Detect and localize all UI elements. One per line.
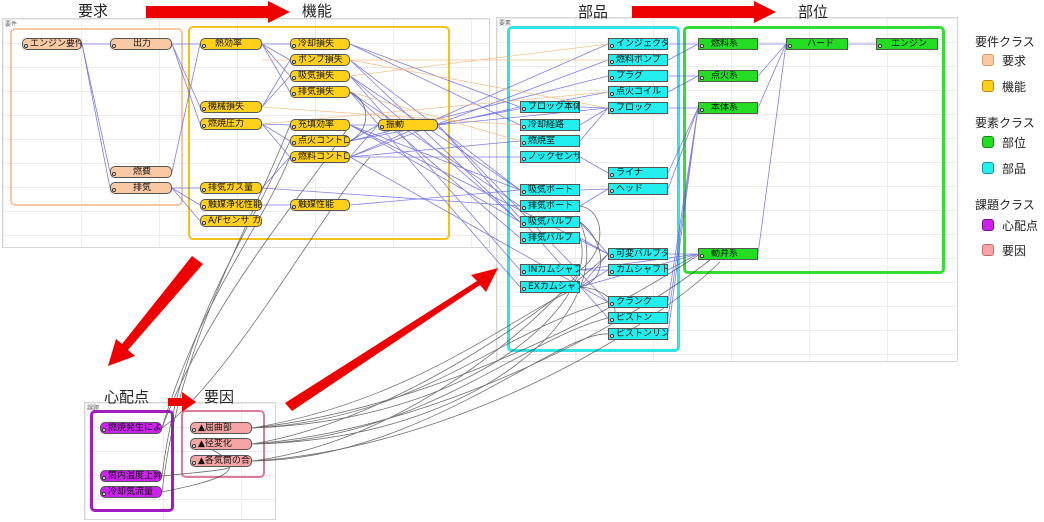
legend-concern-label: 心配点	[1002, 219, 1039, 233]
part-node-knock-sensor[interactable]: ノックセンサ	[520, 151, 580, 163]
legend-req-class: 要件クラス	[975, 35, 1035, 49]
func-group	[188, 26, 450, 240]
concern-node-combustion[interactable]: 燃焼発生によ	[100, 422, 162, 434]
cause-node-diameter-change[interactable]: ▲径変化	[190, 438, 252, 450]
part-node-combustion-chamber[interactable]: 燃焼室	[520, 135, 580, 147]
loc-group	[683, 26, 945, 274]
part-group	[507, 26, 680, 352]
func-node-pump-loss[interactable]: ポンプ損失	[290, 54, 350, 66]
part-node-crank[interactable]: クランク	[608, 296, 668, 308]
func-node-ignition-control[interactable]: 点火コントロー	[290, 135, 350, 147]
part-node-exhaust-valve[interactable]: 排気バルブ	[520, 232, 580, 244]
cause-node-cylinder-merge[interactable]: ▲各気筒の合	[190, 455, 252, 467]
heading-func: 機能	[302, 2, 333, 20]
legend-loc-label: 部位	[1002, 136, 1027, 150]
heading-req: 要求	[78, 2, 109, 20]
legend-part-swatch	[982, 162, 994, 174]
part-node-intake-port[interactable]: 吸気ポート	[520, 184, 580, 196]
heading-parts: 部品	[578, 3, 609, 21]
part-node-in-camshaft[interactable]: INカムシャフト	[520, 264, 580, 276]
func-node-charging-efficiency[interactable]: 充填効率	[290, 119, 350, 131]
part-node-intake-valve[interactable]: 吸気バルブ	[520, 216, 580, 228]
legend-concern-swatch	[982, 219, 994, 231]
legend-concern-item: 心配点	[982, 217, 1038, 234]
req-node-output[interactable]: 出力	[110, 38, 172, 50]
func-node-exhaust-loss[interactable]: 排気損失	[290, 86, 350, 98]
part-node-exhaust-port[interactable]: 排気ポート	[520, 200, 580, 212]
func-node-af-sensor[interactable]: A/Fセンサ ガ	[200, 215, 262, 227]
func-node-fuel-control[interactable]: 燃料コントロー	[290, 151, 350, 163]
legend-elem-class: 要素クラス	[975, 116, 1035, 130]
part-node-piston[interactable]: ピストン	[608, 312, 668, 324]
legend-func-item: 機能	[982, 78, 1026, 95]
part-node-liner[interactable]: ライナ	[608, 167, 668, 179]
func-node-catalyst-purification[interactable]: 触媒浄化性能	[200, 199, 262, 211]
legend-cause-swatch	[982, 244, 994, 256]
func-node-mechanical-loss[interactable]: 機械損失	[200, 101, 262, 113]
part-node-block[interactable]: ブロック	[608, 102, 668, 114]
legend-req-swatch	[982, 54, 994, 66]
elements-panel-label: 要素	[499, 20, 512, 27]
part-node-camshaft[interactable]: カムシャフト	[608, 264, 668, 276]
legend-issue-class: 課題クラス	[975, 198, 1035, 212]
part-node-plug[interactable]: プラグ	[608, 70, 668, 82]
heading-concern: 心配点	[104, 388, 150, 406]
req-node-exhaust[interactable]: 排気	[110, 182, 172, 194]
requirements-panel: 要件	[2, 18, 490, 248]
concern-node-cooling-flow[interactable]: 冷却気流量	[100, 486, 162, 498]
concern-node-cylinder-temp[interactable]: 筒内温度上昇	[100, 470, 162, 482]
part-node-injector[interactable]: インジェクタ	[608, 38, 668, 50]
loc-node-valve-system[interactable]: 動弁系	[698, 248, 758, 260]
loc-node-engine[interactable]: エンジン	[876, 38, 938, 50]
loc-node-fuel-system[interactable]: 燃料系	[698, 38, 758, 50]
func-node-catalyst-performance[interactable]: 触媒性能	[290, 199, 350, 211]
concern-group	[90, 410, 174, 512]
part-node-fuel-pump[interactable]: 燃料ポンプ	[608, 54, 668, 66]
cause-node-bend[interactable]: ▲屈曲部	[190, 422, 252, 434]
legend-func-label: 機能	[1002, 80, 1027, 94]
func-node-exhaust-gas-volume[interactable]: 排気ガス量	[200, 182, 262, 194]
req-node-fuel-economy[interactable]: 燃費	[110, 166, 172, 178]
legend-part-label: 部品	[1002, 162, 1027, 176]
legend-loc-item: 部位	[982, 134, 1026, 151]
part-node-head[interactable]: ヘッド	[608, 183, 668, 195]
legend-req-item: 要求	[982, 52, 1026, 69]
func-node-thermal-efficiency[interactable]: 熱効率	[200, 38, 262, 50]
part-node-ex-camshaft[interactable]: EXカムシャフト	[520, 281, 580, 293]
requirements-panel-label: 要件	[5, 21, 18, 28]
part-node-cooling-path[interactable]: 冷却経路	[520, 119, 580, 131]
legend-part-item: 部品	[982, 160, 1026, 177]
loc-node-ignition-system[interactable]: 点火系	[698, 70, 758, 82]
func-node-combustion-pressure[interactable]: 燃焼圧力	[200, 118, 262, 130]
part-node-block-body[interactable]: ブロック本体	[520, 101, 580, 113]
part-node-variable-valve-timing[interactable]: 可変バルブタイ	[608, 248, 668, 260]
func-node-vibration[interactable]: 振動	[378, 119, 438, 131]
req-node-engine[interactable]: エンジン要件	[22, 38, 82, 50]
legend-req-label: 要求	[1002, 54, 1027, 68]
issues-panel-label: 課題	[87, 405, 100, 412]
loc-node-hardware[interactable]: ハード	[786, 38, 848, 50]
func-node-cooling-loss[interactable]: 冷却損失	[290, 38, 350, 50]
legend-loc-swatch	[982, 136, 994, 148]
loc-node-body-system[interactable]: 本体系	[698, 102, 758, 114]
legend-cause-label: 要因	[1002, 244, 1027, 258]
func-node-intake-loss[interactable]: 吸気損失	[290, 70, 350, 82]
part-node-ignition-coil[interactable]: 点火コイル	[608, 86, 668, 98]
legend-func-swatch	[982, 80, 994, 92]
req-group	[10, 28, 183, 206]
heading-cause: 要因	[204, 388, 235, 406]
part-node-piston-ring[interactable]: ピストンリング	[608, 328, 668, 340]
heading-loc: 部位	[798, 3, 829, 21]
legend-cause-item: 要因	[982, 242, 1026, 259]
